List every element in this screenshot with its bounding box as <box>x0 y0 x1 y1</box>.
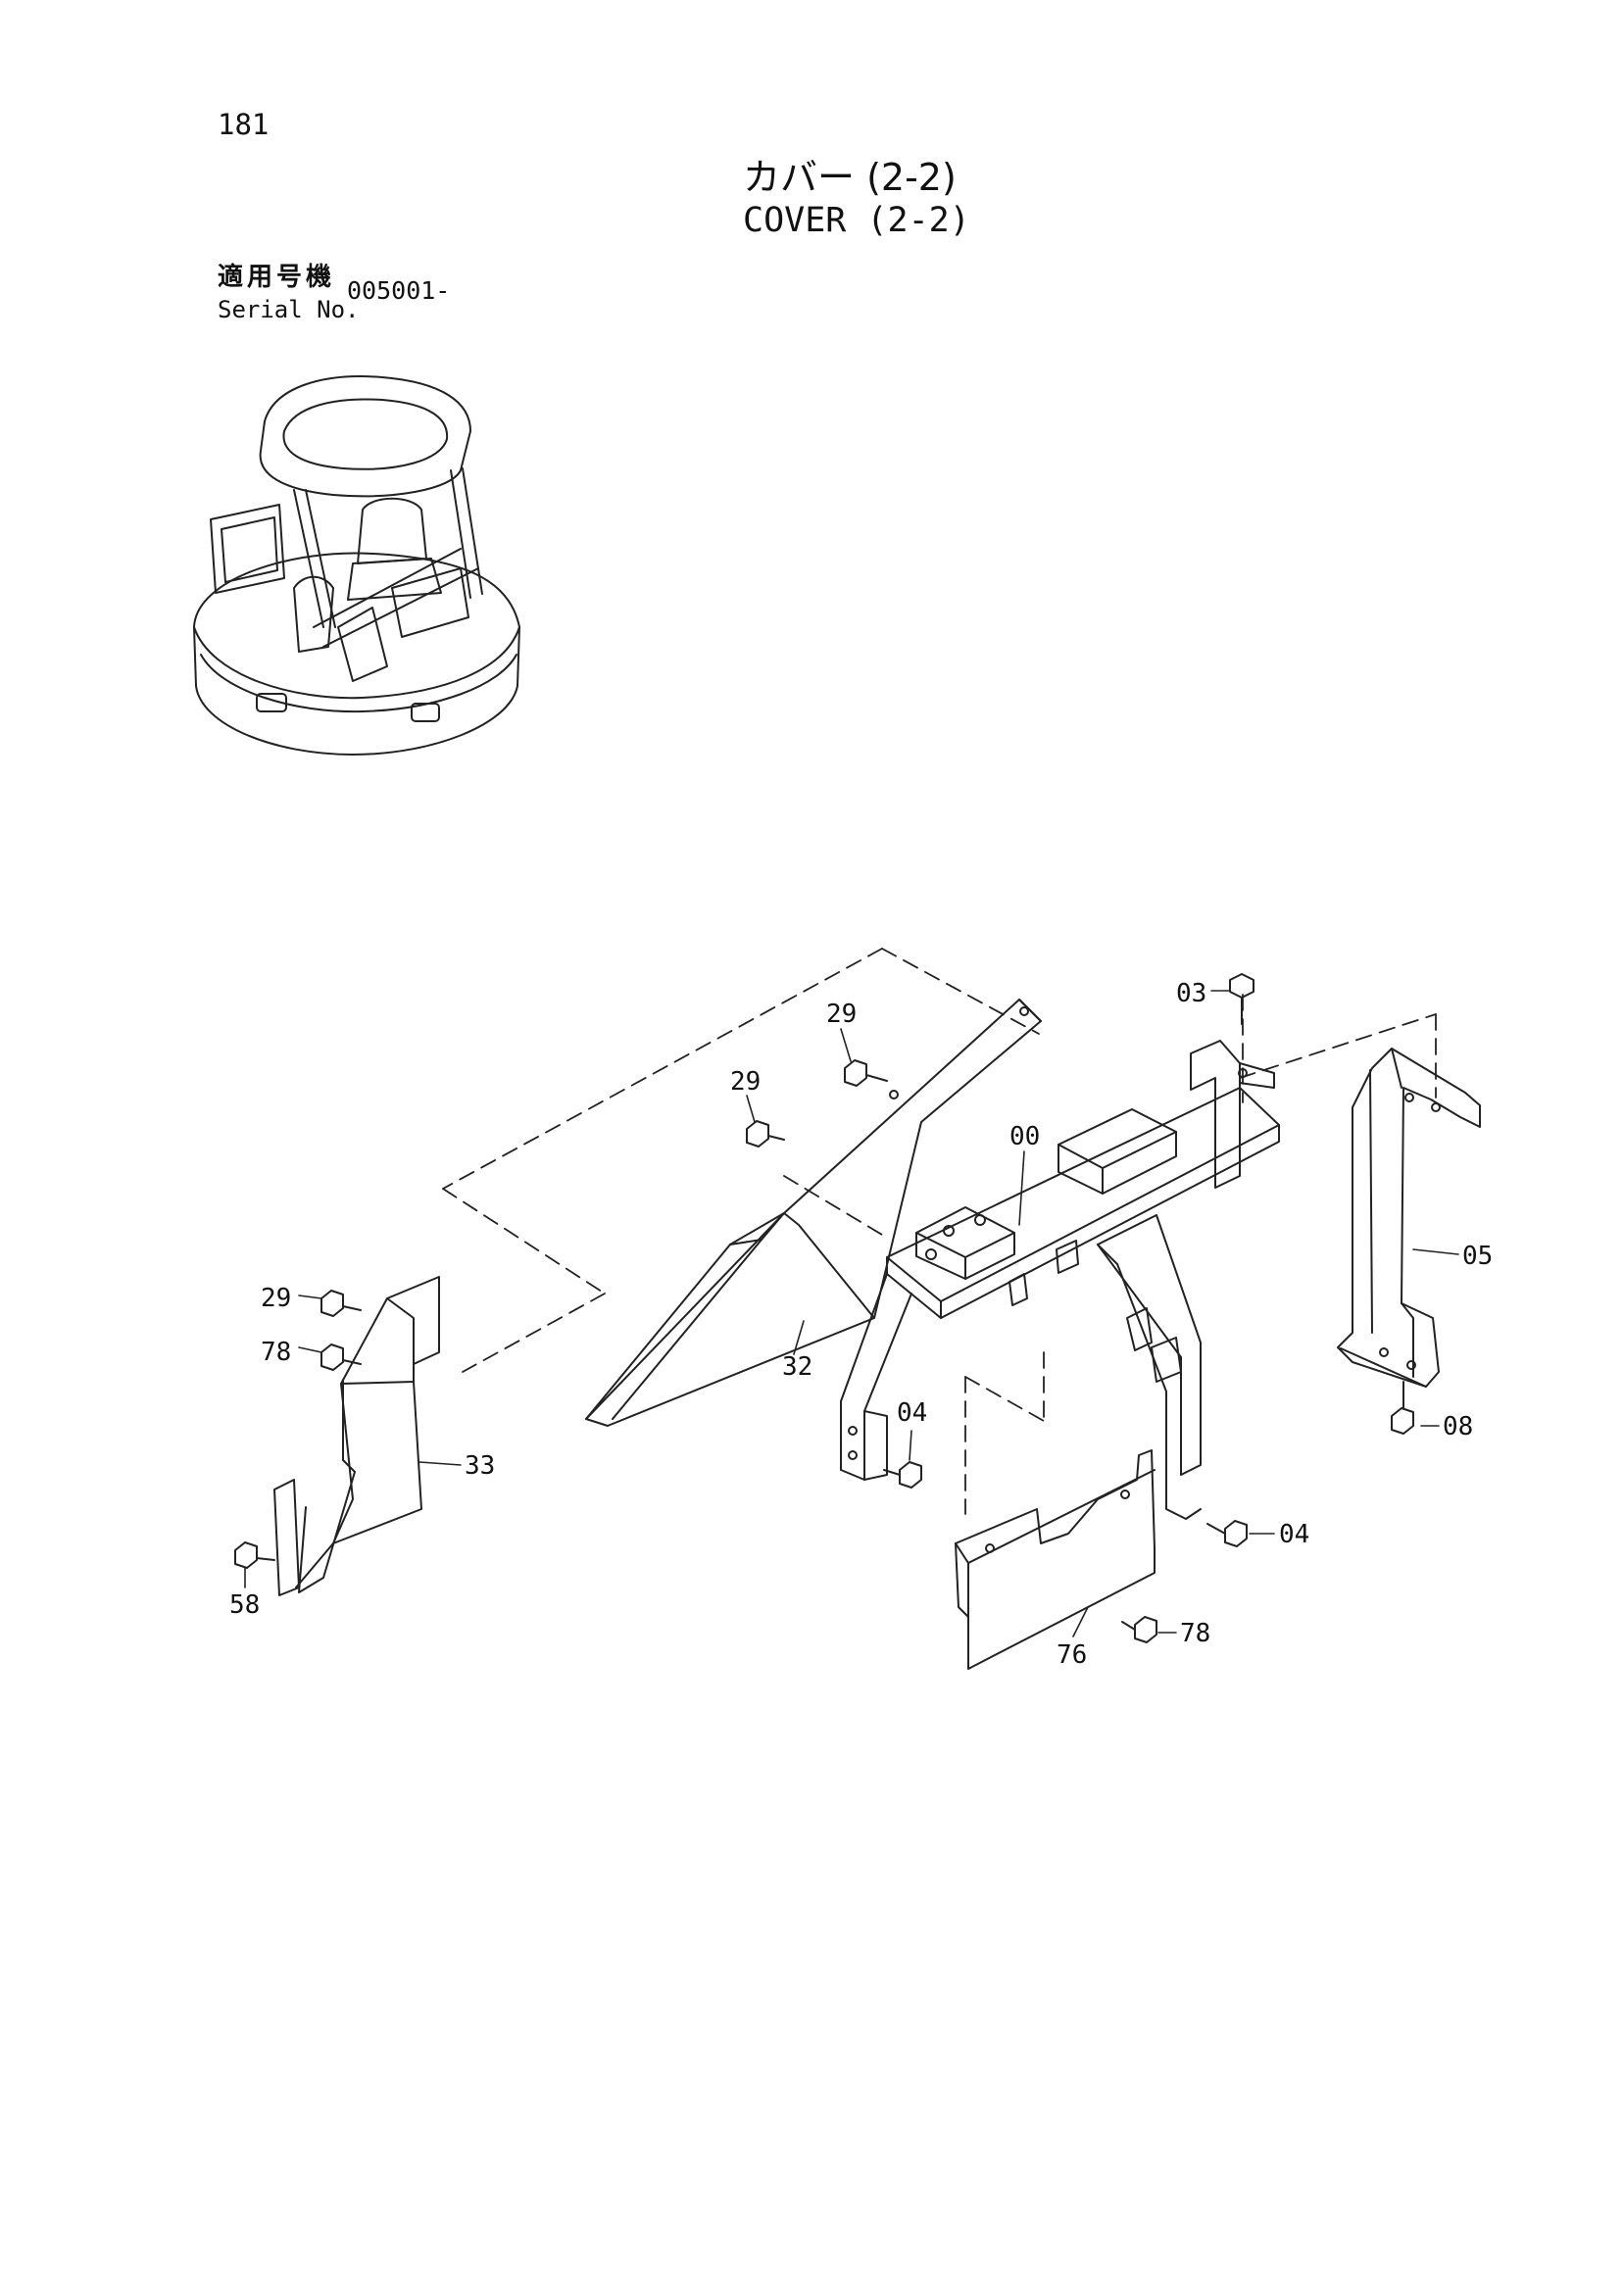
part-00-frame <box>840 1040 1280 1520</box>
page-title-english: COVER (2-2) <box>743 201 970 240</box>
part-label-29: 29 <box>261 1284 291 1313</box>
part-label-03: 03 <box>1176 979 1206 1008</box>
assembly-guide-lines <box>442 948 1437 1515</box>
bolt-icon <box>234 973 1414 1643</box>
part-label-08: 08 <box>1443 1412 1473 1441</box>
part-label-78: 78 <box>261 1338 291 1367</box>
part-label-58: 58 <box>229 1590 260 1620</box>
part-label-33: 33 <box>465 1451 495 1481</box>
part-labels: 03 29 29 00 05 29 78 32 33 04 04 08 58 7… <box>229 979 1493 1670</box>
part-label-05: 05 <box>1462 1242 1493 1271</box>
part-76-lower-cover <box>955 1449 1156 1670</box>
part-label-29: 29 <box>730 1067 761 1097</box>
machine-overview-thumbnail <box>193 375 520 756</box>
part-05-rear-bracket <box>1337 1048 1481 1388</box>
part-label-29: 29 <box>826 1000 857 1029</box>
part-label-32: 32 <box>782 1352 812 1382</box>
serial-label-english: Serial No. <box>218 296 360 323</box>
part-label-04: 04 <box>897 1398 927 1428</box>
part-label-78: 78 <box>1180 1619 1210 1648</box>
serial-number-value: 005001- <box>347 276 451 305</box>
page-title-japanese: カバー (2-2) <box>743 156 957 199</box>
serial-label-japanese: 適用号機 <box>218 263 336 292</box>
page-number: 181 <box>218 108 270 141</box>
part-label-04: 04 <box>1279 1520 1309 1549</box>
callout-leaders <box>244 990 1459 1637</box>
part-label-00: 00 <box>1009 1122 1040 1151</box>
part-label-76: 76 <box>1057 1640 1087 1670</box>
part-33-left-cover <box>273 1276 440 1596</box>
part-32-side-cover <box>585 999 1042 1427</box>
